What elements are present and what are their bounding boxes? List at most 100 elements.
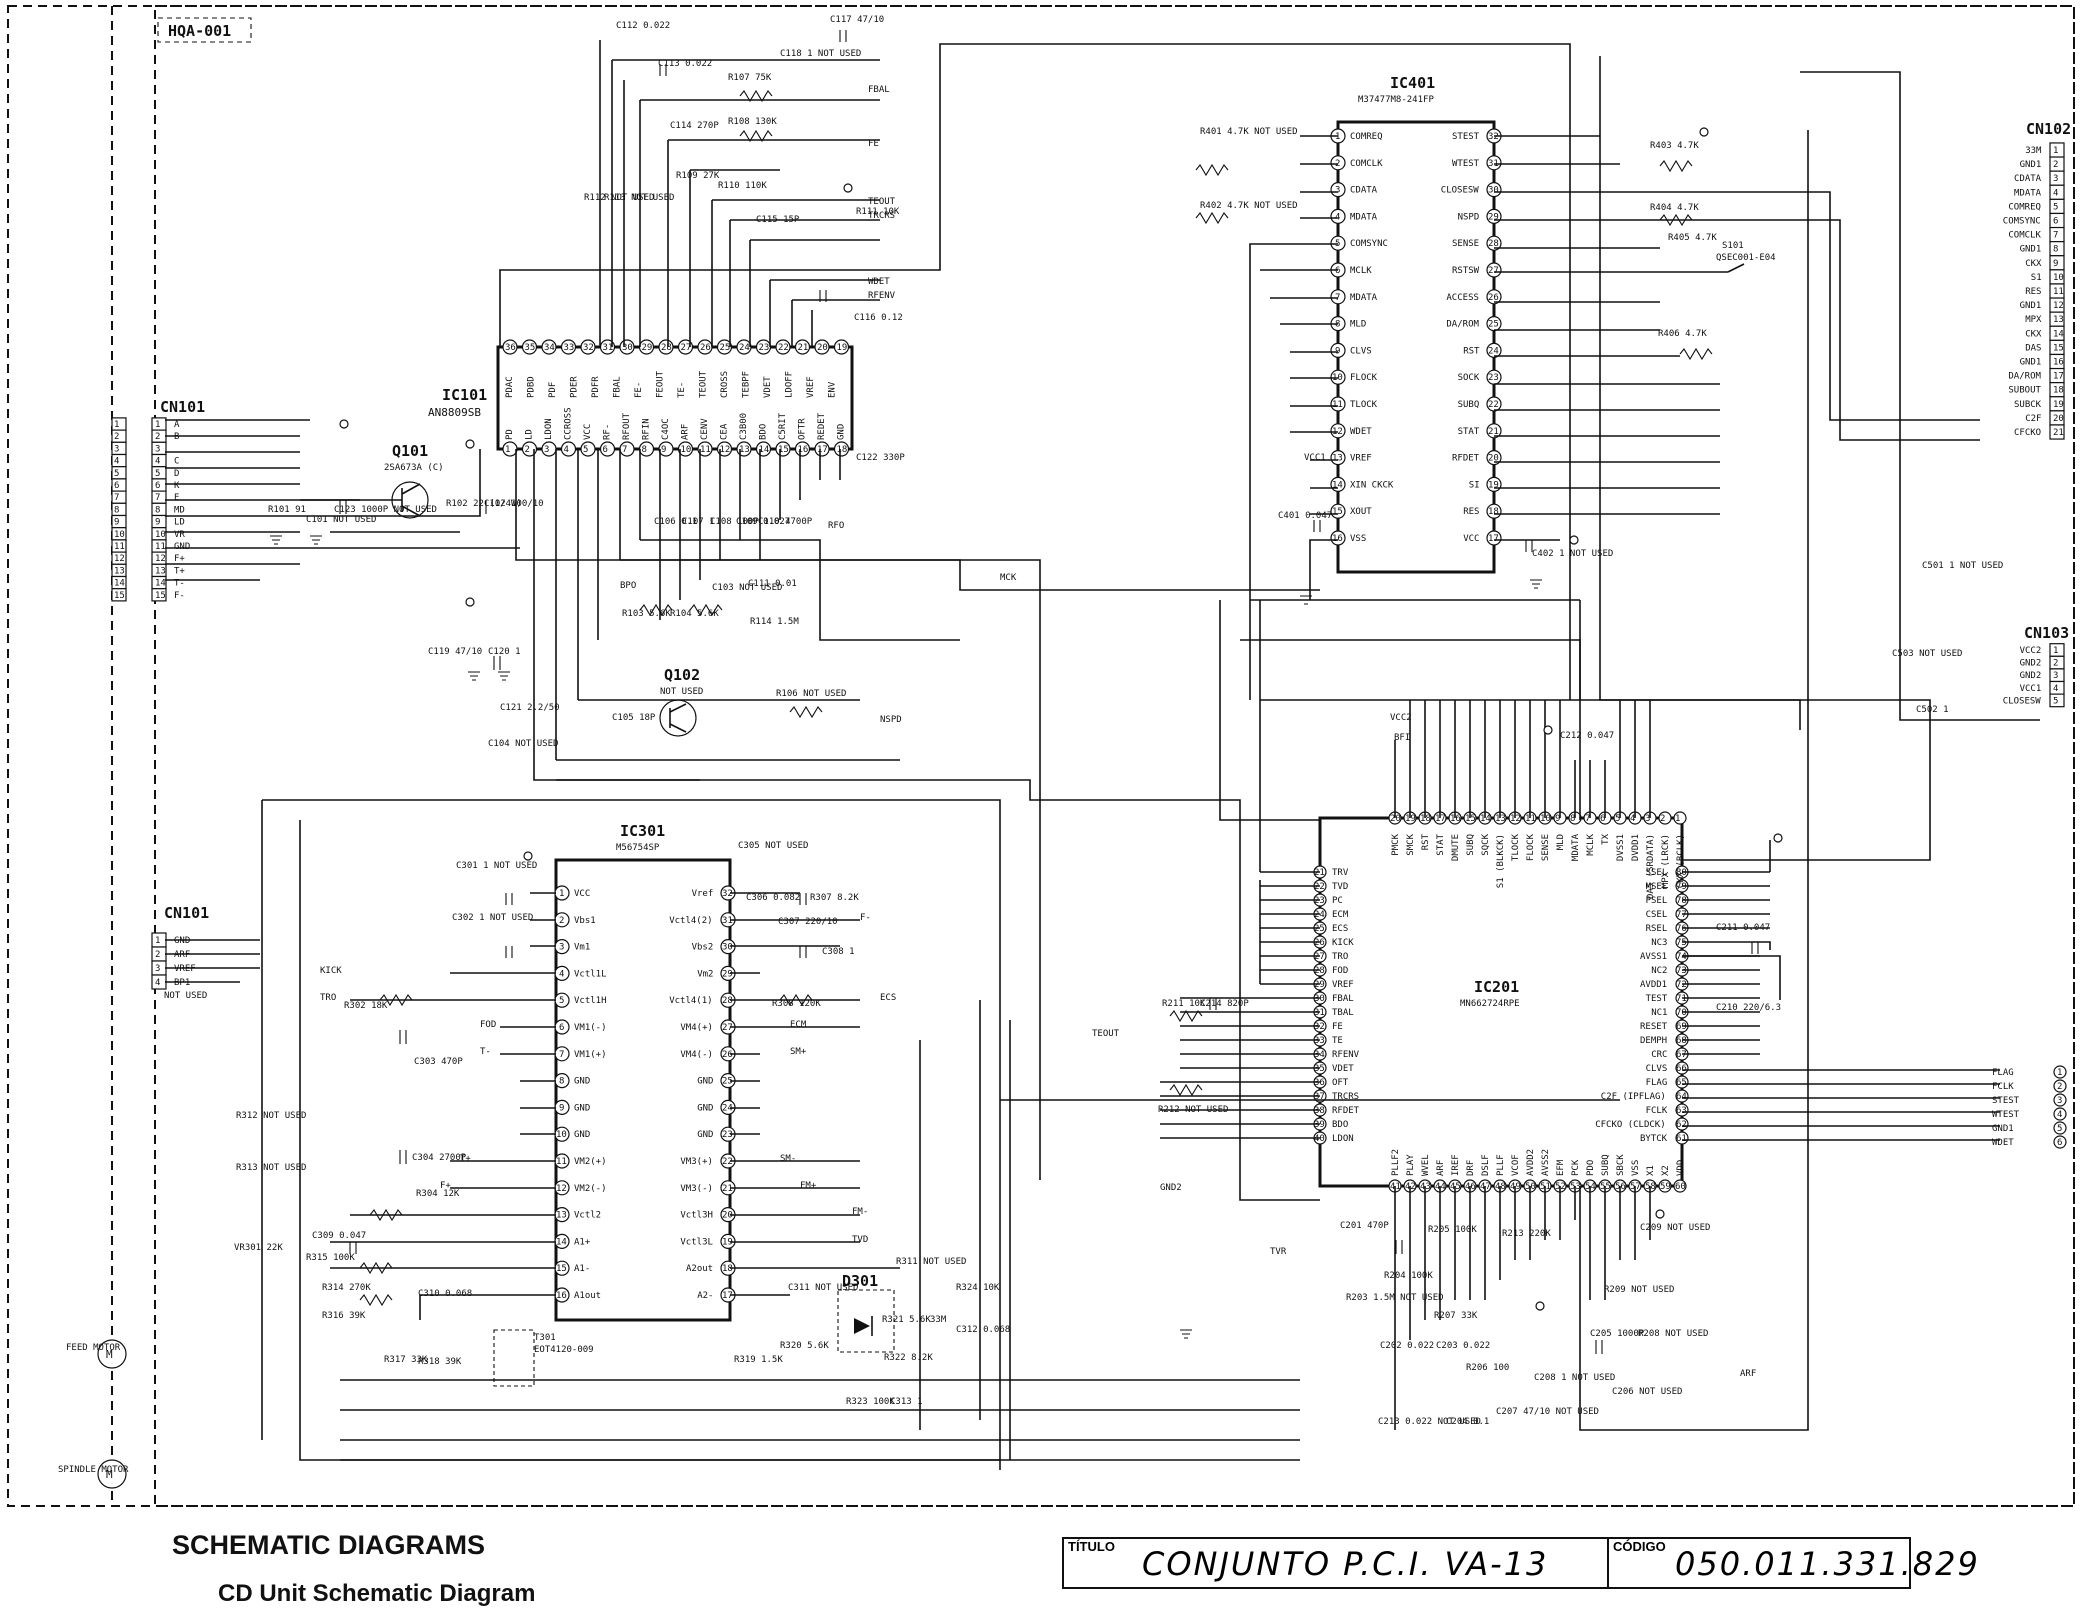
q102: Q102 NOT USED: [659, 666, 703, 737]
ic401-right-pin-num: 31: [1488, 159, 1499, 169]
connector-pin-num: 7: [2053, 231, 2058, 241]
part-label: C115 15P: [756, 215, 800, 225]
connector-signal: F+: [174, 554, 185, 564]
ic101-bot-pin-num: 5: [583, 445, 588, 455]
ic201-bot-pin-name: AVSS2: [1541, 1149, 1551, 1176]
part-label: R302 18K: [344, 1001, 388, 1011]
connector-pin: [2049, 424, 2065, 440]
ic101-bot-pin-num: 6: [603, 445, 608, 455]
ic301-left-pin-name: A1+: [574, 1237, 591, 1247]
ic101-bot-pin: [794, 441, 811, 457]
ic101-bot-pin-name: REDET: [817, 412, 827, 440]
part-label: R203 1.5M NOT USED: [1346, 1293, 1444, 1303]
section-subtitle: CD Unit Schematic Diagram: [218, 1580, 536, 1607]
net-label: KICK: [320, 966, 342, 976]
ic201-bot-pin-name: X2: [1661, 1165, 1671, 1176]
part-label: R315 100K: [306, 1253, 355, 1263]
svg-text:M: M: [106, 1348, 113, 1361]
ic101-top-pin-num: 30: [622, 343, 633, 353]
ic201-top-pin-name: MLD: [1556, 834, 1566, 850]
ic301-right-pin-name: Vbs2: [692, 943, 714, 953]
ic301-left-pin-name: VM2(-): [574, 1184, 607, 1194]
connector-signal: COMSYNC: [2003, 217, 2041, 227]
connector-signal: VREF: [174, 964, 196, 974]
ic201-top-pin-num: 7: [1585, 814, 1590, 824]
cn101-bottom-note: NOT USED: [164, 991, 207, 1001]
ic101-bot-pin-num: 3: [544, 445, 549, 455]
ic201-top-pin-num: 4: [1630, 814, 1635, 824]
ic201-left-pin-num: 31: [1314, 1008, 1325, 1018]
ic401-left-pin-num: 13: [1332, 454, 1343, 464]
ic201-left-pin-num: 21: [1314, 868, 1325, 878]
connector-pin-num: 17: [2053, 372, 2064, 382]
connector-pin-num: 1: [2053, 146, 2058, 156]
net-label: SM-: [780, 1154, 796, 1164]
ic201-right-pin-num: 75: [1676, 938, 1687, 948]
t301-ref: T301: [534, 1333, 556, 1343]
ic101-bot-pin-num: 18: [837, 445, 848, 455]
part-label: C123 1000P NOT USED: [334, 505, 437, 515]
net-label: FE: [868, 139, 879, 149]
part-label: VR301 22K: [234, 1243, 283, 1253]
part-label: C312 0.068: [956, 1325, 1010, 1335]
connector-pin-num: 3: [155, 444, 160, 454]
ic301-right-pin-num: 20: [722, 1211, 733, 1221]
ic101-bot-pin-name: CENV: [700, 418, 710, 440]
plug-pin-num: 8: [114, 505, 119, 515]
ic101-top-pin-num: 33: [564, 343, 575, 353]
connector-pin-num: 13: [2053, 315, 2064, 325]
output-terminal: [2053, 1079, 2067, 1093]
connector-signal: GND1: [2020, 160, 2042, 170]
part-label: R204 100K: [1384, 1271, 1433, 1281]
connector-pin-num: 1: [155, 420, 160, 430]
connector-pin-num: 16: [2053, 358, 2064, 368]
ic201-right-pin-name: SSEL: [1646, 868, 1668, 878]
board-outline: [7, 5, 2075, 1507]
part-label: R405 4.7K: [1668, 233, 1717, 243]
ic301-right-pin-name: Vctl4(1): [669, 996, 712, 1006]
ic201-top-pin-name: SUBQ: [1466, 834, 1476, 856]
ic201-bot-pin-name: DRF: [1466, 1160, 1476, 1176]
ic101-bot-pin-name: OFTR: [798, 418, 808, 440]
ic101-top-pin-name: PDAC: [505, 376, 515, 398]
ic101-top-pin-name: TE-: [677, 382, 687, 398]
ic201-left-pin-name: BDO: [1332, 1120, 1348, 1130]
ic101-top-pin-num: 19: [837, 343, 848, 353]
ic101-bot-pin-num: 14: [759, 445, 770, 455]
ic401-right-pin-name: STAT: [1458, 427, 1480, 437]
ic401-left-pin-name: MLD: [1350, 320, 1366, 330]
ic201-top-pin-name: MDATA: [1571, 833, 1581, 861]
part-label: C212 0.047: [1560, 731, 1614, 741]
net-label: BPO: [620, 581, 636, 591]
part-label: C301 1 NOT USED: [456, 861, 537, 871]
part-label: C306 0.082: [746, 893, 800, 903]
ic201-top-pin-num: 20: [1390, 814, 1401, 824]
ic201-top-pin: [1673, 811, 1687, 825]
ic201-right-pin-num: 77: [1676, 910, 1687, 920]
ic101-bot-pin-name: GND: [837, 424, 847, 440]
ic101-top-pin-num: 22: [778, 343, 789, 353]
part-label: C118 1 NOT USED: [780, 49, 861, 59]
ic101-bot-pin-num: 10: [681, 445, 692, 455]
net-label: TVR: [1270, 1247, 1287, 1257]
ic201-top-pin-name: TX: [1601, 833, 1611, 844]
title-block-codigo: CÓDIGO 050.011.331.829: [1607, 1537, 1978, 1589]
output-terminal-num: 4: [2057, 1110, 2062, 1120]
part-label: R313 NOT USED: [236, 1163, 306, 1173]
connector-signal: VCC1: [2020, 684, 2042, 694]
ic201-right-pin-name: BYTCK: [1640, 1134, 1668, 1144]
ic201-bot-pin: [1673, 1179, 1687, 1193]
connector-pin-num: 2: [2053, 160, 2058, 170]
part-label: C116 0.12: [854, 313, 903, 323]
ic201-top-pin-name: PMCK: [1391, 833, 1401, 855]
ic201-left-pin-name: TRCRS: [1332, 1092, 1359, 1102]
part-label: C208 1 NOT USED: [1534, 1373, 1615, 1383]
ic301-left-pin-num: 5: [559, 996, 564, 1006]
net-label: WDET: [868, 277, 890, 287]
ic401-left-pin-name: CDATA: [1350, 186, 1378, 196]
part-label: C204 0.1: [1446, 1417, 1489, 1427]
ic101-bot-pin-name: C3B00: [739, 413, 749, 440]
ic201-right-pin-name: AVSS1: [1640, 952, 1667, 962]
